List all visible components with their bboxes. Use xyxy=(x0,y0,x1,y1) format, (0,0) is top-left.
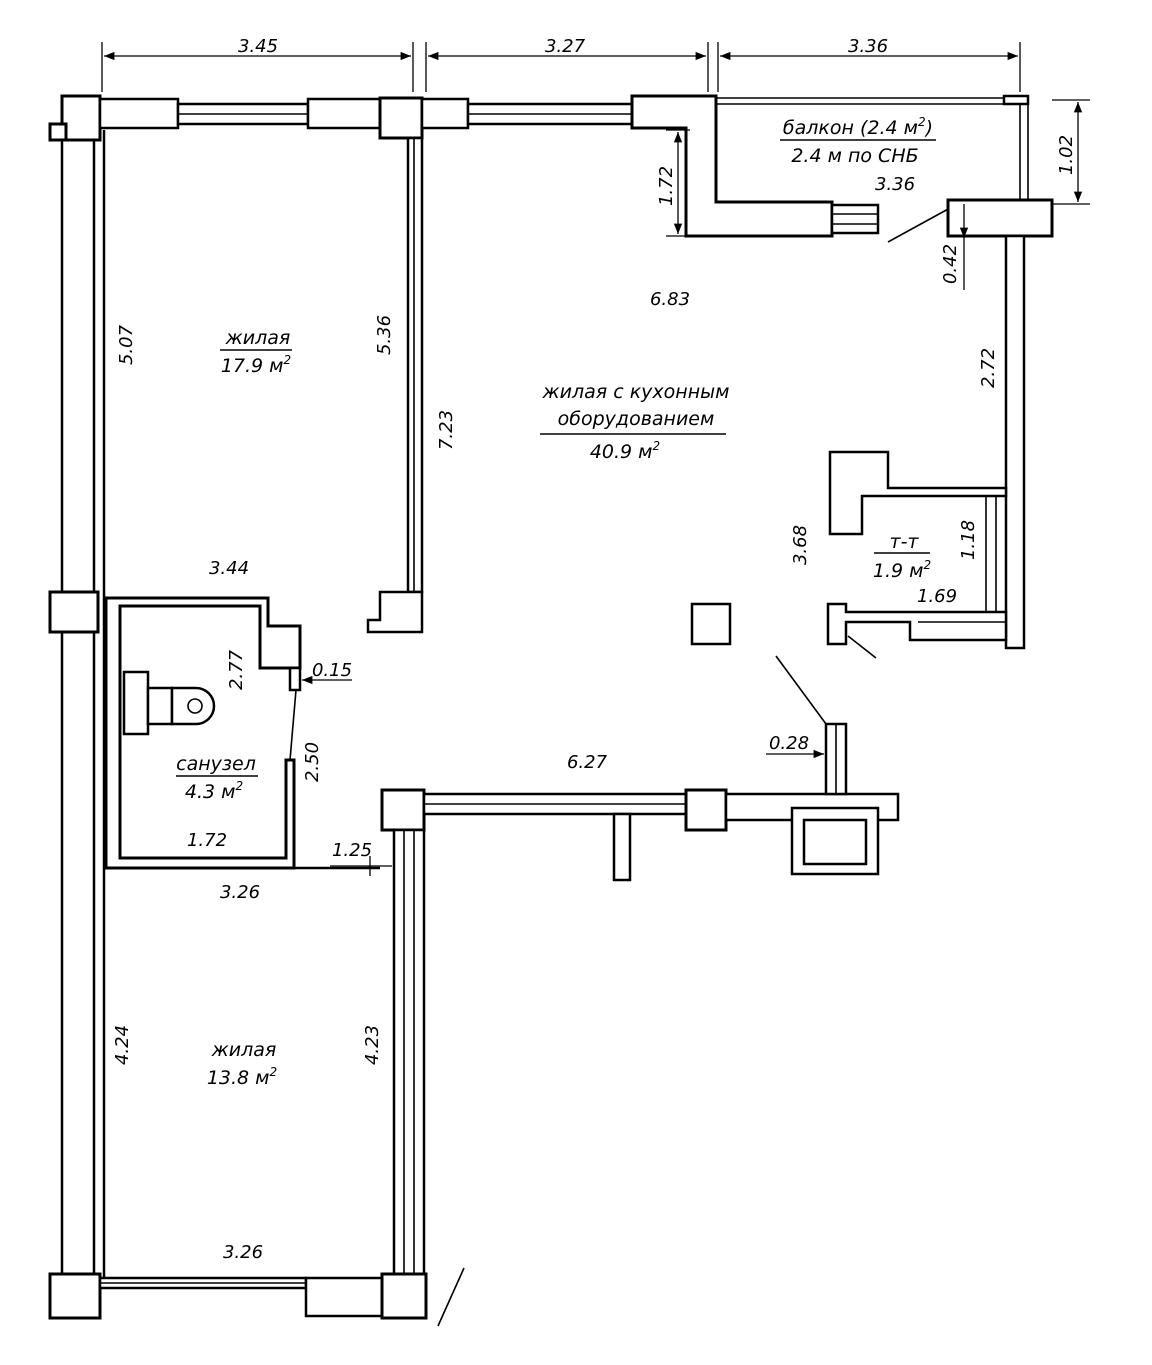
dim-bath-277: 2.77 xyxy=(226,649,247,690)
wall-125-dimension xyxy=(330,856,392,876)
left-outer-wall xyxy=(48,130,106,1280)
dim-top-1: 3.45 xyxy=(238,36,278,57)
dim-balcony-width: 3.36 xyxy=(875,174,915,195)
room-big-name-1: жилая с кухонным xyxy=(542,381,730,403)
dim-inner-723: 7.23 xyxy=(436,410,457,450)
dim-bed2-top: 3.26 xyxy=(220,882,260,903)
dim-closet-118: 1.18 xyxy=(958,520,979,560)
room-big-name-2: оборудованием xyxy=(558,408,715,430)
dim-wall-028: 0.28 xyxy=(769,733,809,754)
dim-bed2-bottom: 3.26 xyxy=(223,1242,263,1263)
dim-kitchen-length: 6.83 xyxy=(650,289,690,310)
dim-closet-368: 3.68 xyxy=(790,525,811,565)
dim-wall-125: 1.25 xyxy=(332,840,372,861)
dim-wall-015: 0.15 xyxy=(312,660,352,681)
top-wall xyxy=(48,94,1054,243)
dim-closet-169: 1.69 xyxy=(917,586,957,607)
room-living2-area: 13.8 м2 xyxy=(207,1065,277,1089)
dim-top-2: 3.27 xyxy=(545,36,586,57)
right-balcony-dimension xyxy=(1052,99,1090,205)
balcony-snb-label: 2.4 м по СНБ xyxy=(791,145,918,167)
internal-wall-living1 xyxy=(366,136,424,634)
top-dimensions xyxy=(101,42,1021,92)
dim-top-3: 3.36 xyxy=(848,36,888,57)
dim-bath-top: 3.44 xyxy=(209,558,249,579)
lower-bedroom-walls xyxy=(48,828,465,1327)
room-big-area: 40.9 м2 xyxy=(590,439,660,463)
dim-bath-172: 1.72 xyxy=(187,830,227,851)
room-living1-name: жилая xyxy=(225,327,291,349)
dim-wall-042: 0.42 xyxy=(940,244,961,284)
dim-right-balcony: 1.02 xyxy=(1056,135,1077,175)
balcony-depth-dimension xyxy=(666,129,690,237)
room-living2-name: жилая xyxy=(211,1039,277,1061)
corridor-walls xyxy=(380,655,900,882)
room-closet-area: 1.9 м2 xyxy=(873,558,931,582)
dim-corridor-627: 6.27 xyxy=(567,752,608,773)
room-bathroom-name: санузел xyxy=(176,753,256,775)
room-closet-name: т-т xyxy=(890,531,920,553)
bathroom-walls xyxy=(104,596,302,870)
room-living1-area: 17.9 м2 xyxy=(221,353,291,377)
dim-left-424: 4.24 xyxy=(112,1025,133,1065)
dim-left-507: 5.07 xyxy=(116,324,137,365)
dim-bath-250: 2.50 xyxy=(302,742,323,782)
balcony-label: балкон (2.4 м2) xyxy=(783,115,933,139)
room-bathroom-area: 4.3 м2 xyxy=(185,779,243,803)
dim-inner-536: 5.36 xyxy=(374,315,395,355)
dim-right-272: 2.72 xyxy=(978,348,999,388)
right-wall xyxy=(690,234,1026,659)
dim-inner-423: 4.23 xyxy=(362,1025,383,1065)
dim-balcony-depth: 1.72 xyxy=(656,166,677,206)
